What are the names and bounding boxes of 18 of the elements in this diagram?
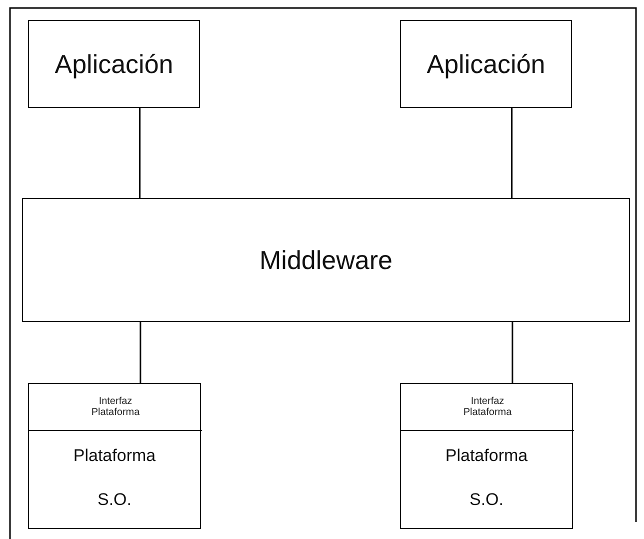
platform-box	[400, 383, 573, 529]
middleware-label: Middleware	[260, 246, 392, 274]
os-label: S.O.	[469, 490, 504, 510]
connector-line	[140, 322, 142, 383]
interface-label: Interfaz Plataforma	[90, 396, 141, 418]
connector-line	[511, 108, 513, 198]
platform-label: Plataforma	[73, 447, 156, 466]
os-label: S.O.	[97, 490, 132, 510]
application-label: Aplicación	[426, 50, 546, 78]
connector-line	[139, 108, 141, 198]
platform-label: Plataforma	[445, 447, 528, 466]
connector-line	[512, 322, 514, 383]
interface-label: Interfaz Plataforma	[462, 396, 513, 418]
platform-box	[28, 383, 201, 529]
application-box	[28, 20, 200, 108]
middleware-box	[22, 198, 630, 322]
application-box	[400, 20, 572, 108]
application-label: Aplicación	[54, 50, 174, 78]
